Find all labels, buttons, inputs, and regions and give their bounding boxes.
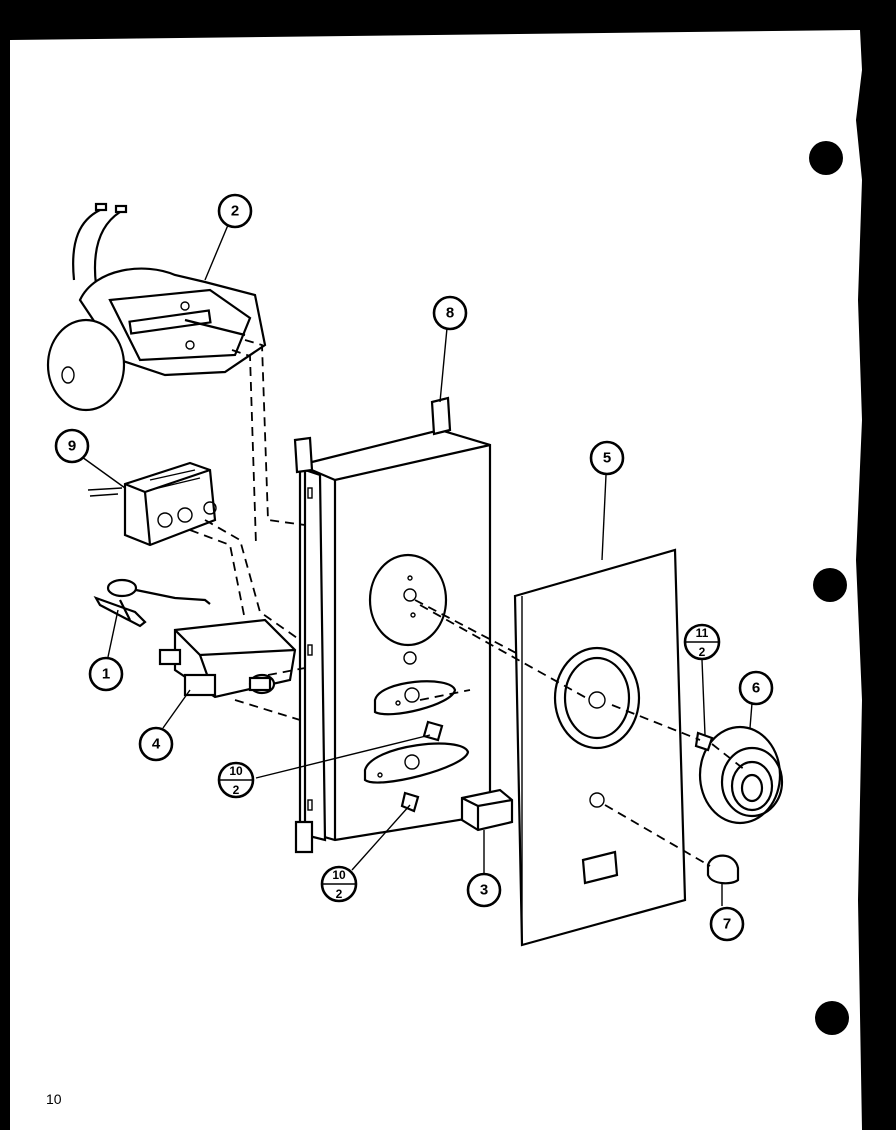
callout-11-2-top: 11	[696, 626, 709, 640]
callout-2-label: 2	[231, 203, 239, 220]
callout-9: 9	[54, 428, 90, 464]
callout-6: 6	[738, 670, 774, 706]
binder-hole-bottom	[815, 1001, 849, 1035]
callout-9-label: 9	[68, 438, 76, 455]
binder-hole-top	[809, 141, 843, 175]
callout-6-label: 6	[752, 680, 760, 697]
callout-7: 7	[709, 906, 745, 942]
callout-3-label: 3	[480, 882, 488, 899]
callout-2: 2	[217, 193, 253, 229]
part-knob	[698, 725, 784, 825]
callout-4-label: 4	[152, 736, 161, 753]
part-housing	[293, 396, 492, 854]
callout-3: 3	[466, 872, 502, 908]
assembly-lines	[189, 339, 746, 867]
callout-10-2-upper-top: 10	[229, 764, 243, 778]
part-sensor	[93, 578, 211, 628]
callout-10-2-lower: 10 2	[320, 865, 358, 903]
part-switch	[87, 461, 217, 547]
part-switch-rocker	[460, 788, 514, 832]
part-front-panel	[513, 548, 687, 947]
callout-8: 8	[432, 295, 468, 331]
part-timer-motor	[46, 202, 267, 412]
callout-10-2-upper: 10 2	[217, 761, 255, 799]
part-cap	[706, 854, 740, 885]
callout-5-label: 5	[603, 450, 611, 467]
callout-7-label: 7	[723, 916, 731, 933]
callout-4: 4	[138, 726, 174, 762]
callout-10-2-lower-bottom: 2	[336, 887, 343, 901]
callout-11-2: 11 2	[683, 623, 721, 661]
callout-1: 1	[88, 656, 124, 692]
callout-10-2-lower-top: 10	[332, 868, 346, 882]
part-screw-10-lower	[400, 791, 420, 813]
callout-11-2-bottom: 2	[699, 645, 706, 659]
callout-5: 5	[589, 440, 625, 476]
page-number: 10	[46, 1091, 62, 1107]
part-relay	[158, 618, 297, 699]
callout-8-label: 8	[446, 305, 454, 322]
leader-lines	[81, 224, 753, 906]
callout-10-2-upper-bottom: 2	[233, 783, 240, 797]
binder-hole-middle	[813, 568, 847, 602]
part-screw-10-upper	[422, 720, 444, 742]
callout-1-label: 1	[102, 666, 110, 683]
part-screw-11	[694, 731, 714, 752]
